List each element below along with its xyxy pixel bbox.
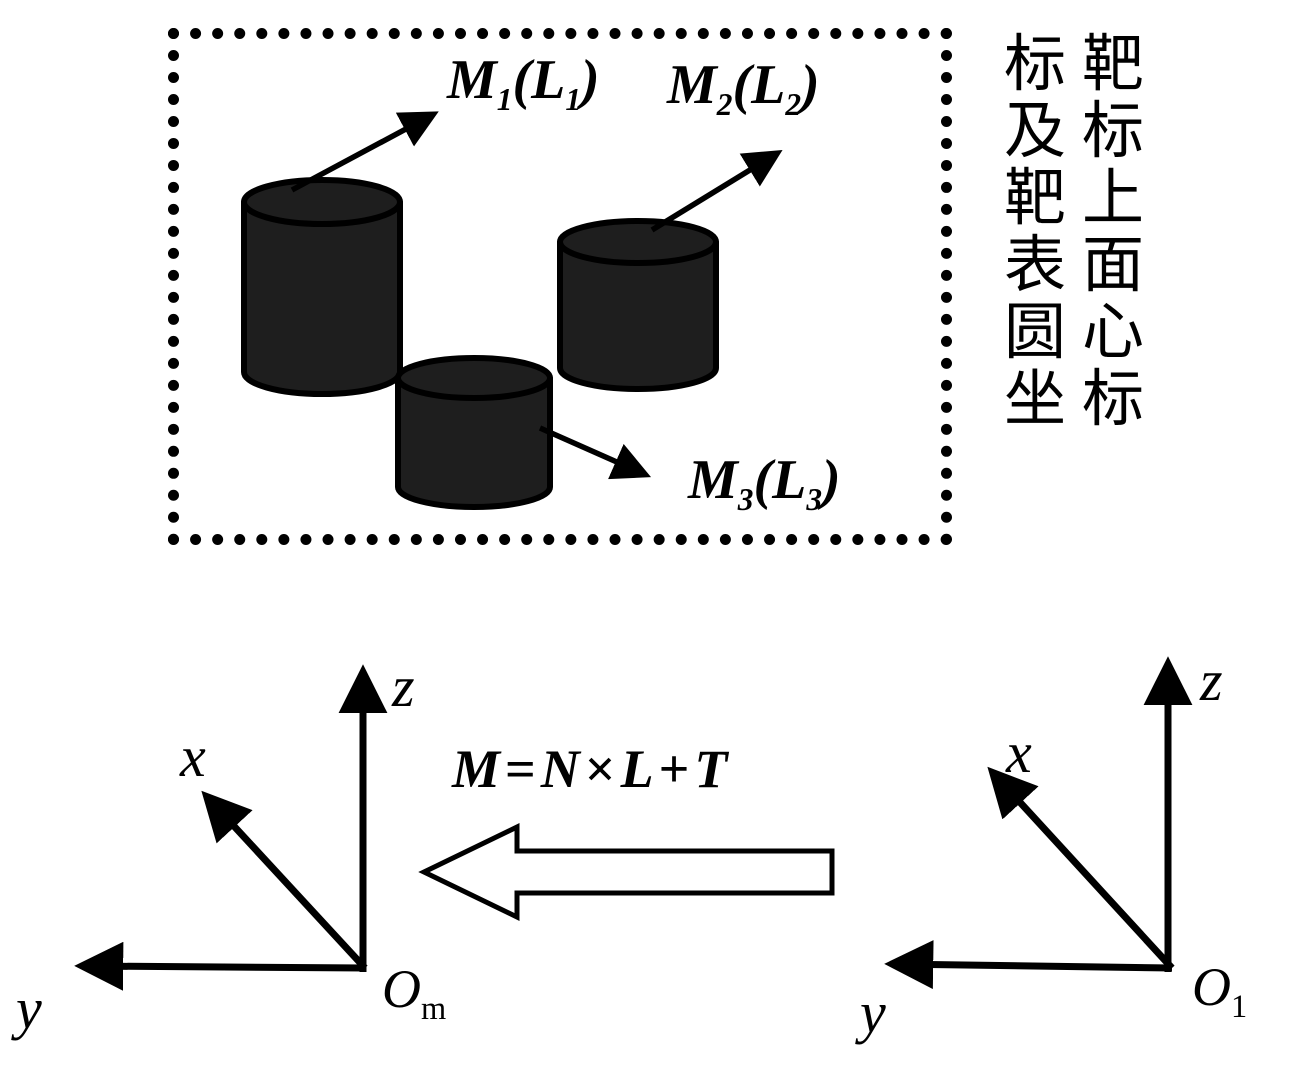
transform-formula: M=N×L+T [452,742,727,796]
coordinate-frame-right [884,656,1193,990]
cylinder-2-top [557,218,719,266]
left-origin-subscript: m [421,990,447,1027]
right-origin-symbol: O [1192,957,1231,1017]
label-m2-vector: L [751,54,786,116]
target-dotted-box [168,28,952,545]
left-x-axis [201,790,368,971]
label-m3-vector: L [772,449,807,511]
caption-row-5: 圆心 [1004,299,1161,367]
caption-row-3: 靶上 [1004,165,1161,233]
label-m3-symbol: M [688,449,738,511]
label-m2-open-paren: ( [732,54,752,116]
vertical-caption: 标靶 及标 靶上 表面 圆心 坐标 [1004,32,1160,434]
label-m2-vector-subscript: 2 [785,87,802,123]
right-z-label: z [1200,648,1223,713]
label-m2-symbol: M [667,54,717,116]
formula-equals: = [505,739,536,799]
right-y-label: y [860,980,886,1045]
vector-arrow-m2 [650,149,783,233]
coordinate-frame-left [74,664,388,991]
left-y-axis [74,941,366,991]
formula-plus: + [658,739,690,799]
label-m3: M3(L3) [688,449,841,515]
right-x-axis [987,766,1175,971]
caption-row-1: 标靶 [1004,31,1161,99]
label-m3-vector-subscript: 3 [806,482,823,518]
caption-row-2: 及标 [1004,98,1161,166]
right-x-label: x [1006,720,1032,785]
label-m1-close-paren: ) [581,49,600,111]
cylinder-2-body [557,239,719,392]
cylinder-target-1 [241,177,403,397]
cylinder-target-2 [557,218,719,392]
vector-arrow-m1 [290,111,439,193]
label-m2: M2(L2) [667,54,820,120]
label-m1-subscript: 1 [496,82,513,118]
formula-T: T [694,739,728,799]
left-z-label: z [392,654,415,719]
formula-times: × [584,739,616,799]
left-origin-symbol: O [382,959,421,1019]
left-origin-label: Om [382,959,446,1025]
cylinder-3-body [395,375,553,510]
label-m3-open-paren: ( [753,449,773,511]
caption-row-4: 表面 [1004,232,1161,300]
cylinder-3-top [395,355,553,401]
cylinder-target-3 [395,355,553,510]
left-x-label: x [180,724,206,789]
label-m3-subscript: 3 [737,482,754,518]
label-m2-close-paren: ) [801,54,820,116]
formula-L: L [620,739,654,799]
label-m3-close-paren: ) [822,449,841,511]
transform-block-arrow [418,823,835,921]
right-y-axis [884,940,1173,990]
formula-M: M [452,739,501,799]
right-origin-subscript: 1 [1231,988,1248,1025]
label-m1-symbol: M [447,49,497,111]
caption-row-6: 坐标 [1004,366,1161,434]
vector-arrow-m3 [538,425,652,480]
right-origin-label: O1 [1192,957,1247,1023]
formula-N: N [540,739,580,799]
label-m1: M1(L1) [447,49,600,115]
label-m1-vector-subscript: 1 [565,82,582,118]
left-y-label: y [16,976,42,1041]
cylinder-1-top [241,177,403,227]
label-m2-subscript: 2 [716,87,733,123]
label-m1-vector: L [531,49,566,111]
label-m1-open-paren: ( [512,49,532,111]
